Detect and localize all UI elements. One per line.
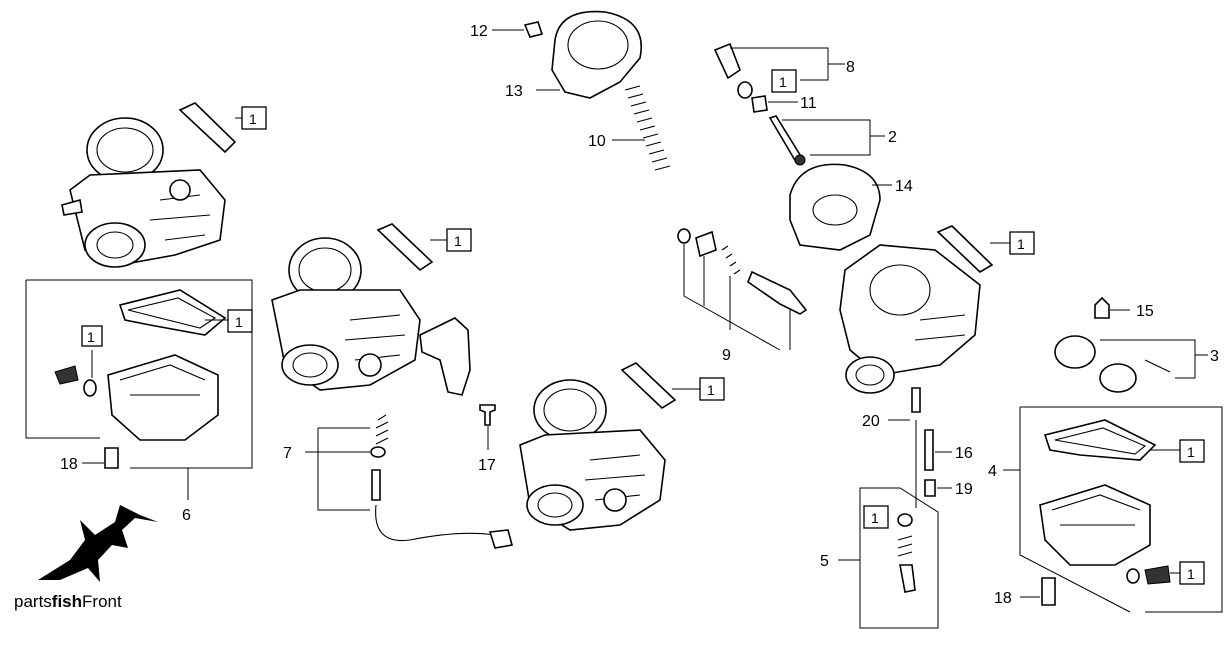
spring-10 [624,85,671,171]
callout-9: 9 [722,347,731,364]
callout-2: 2 [888,129,897,146]
float-bowl-bracket-6 [25,279,253,469]
callout-17: 17 [478,457,496,474]
callout-1-h: 1 [871,510,879,526]
callout-13: 13 [505,83,523,100]
callout-14: 14 [895,178,913,195]
callout-4: 4 [988,463,997,480]
swordfish-icon [38,505,158,582]
top-cap [789,163,881,251]
float-valve-bracket-5 [859,487,939,629]
carburetor-assembly-top-left [61,117,226,268]
callout-1-f: 1 [779,74,787,90]
logo-suffix: Front [82,592,122,611]
callout-1-a: 1 [249,111,257,127]
callout-5: 5 [820,553,829,570]
callout-1-e: 1 [707,382,715,398]
float-bowl-bracket-4 [1019,406,1223,613]
callout-1-g: 1 [1017,236,1025,252]
gasket-bottom-center [620,362,677,410]
partsfish-logo: partsfishFront [14,592,122,612]
callout-18-b: 18 [994,590,1012,607]
callout-16: 16 [955,445,973,462]
logo-bold: fish [51,592,83,611]
callout-19: 19 [955,481,973,498]
callout-1-j: 1 [1187,566,1195,582]
carburetor-assembly-center-right [839,244,981,394]
callout-3: 3 [1210,348,1219,365]
callout-10: 10 [588,133,606,150]
callout-8: 8 [846,59,855,76]
bracket-7 [305,427,370,511]
gasket-center-left [376,223,434,272]
callout-20: 20 [862,413,880,430]
callout-12: 12 [470,23,488,40]
gasket-top-left [178,102,237,154]
callout-6: 6 [182,507,191,524]
callout-11: 11 [800,95,817,112]
gasket-center-right [936,225,994,273]
callout-1-b: 1 [87,329,95,345]
callout-18-a: 18 [60,456,78,473]
callout-7: 7 [283,445,292,462]
carburetor-assembly-bottom-center [519,379,666,531]
logo-prefix: parts [14,592,52,611]
callout-15: 15 [1136,303,1154,320]
callout-1-d: 1 [454,233,462,249]
diaphragm-cover [551,10,642,99]
callout-1-c: 1 [235,314,243,330]
callout-1-i: 1 [1187,444,1195,460]
accelerator-pump-cover [1054,335,1096,369]
bracket-plate [419,317,471,396]
carburetor-assembly-center-left [271,237,421,391]
